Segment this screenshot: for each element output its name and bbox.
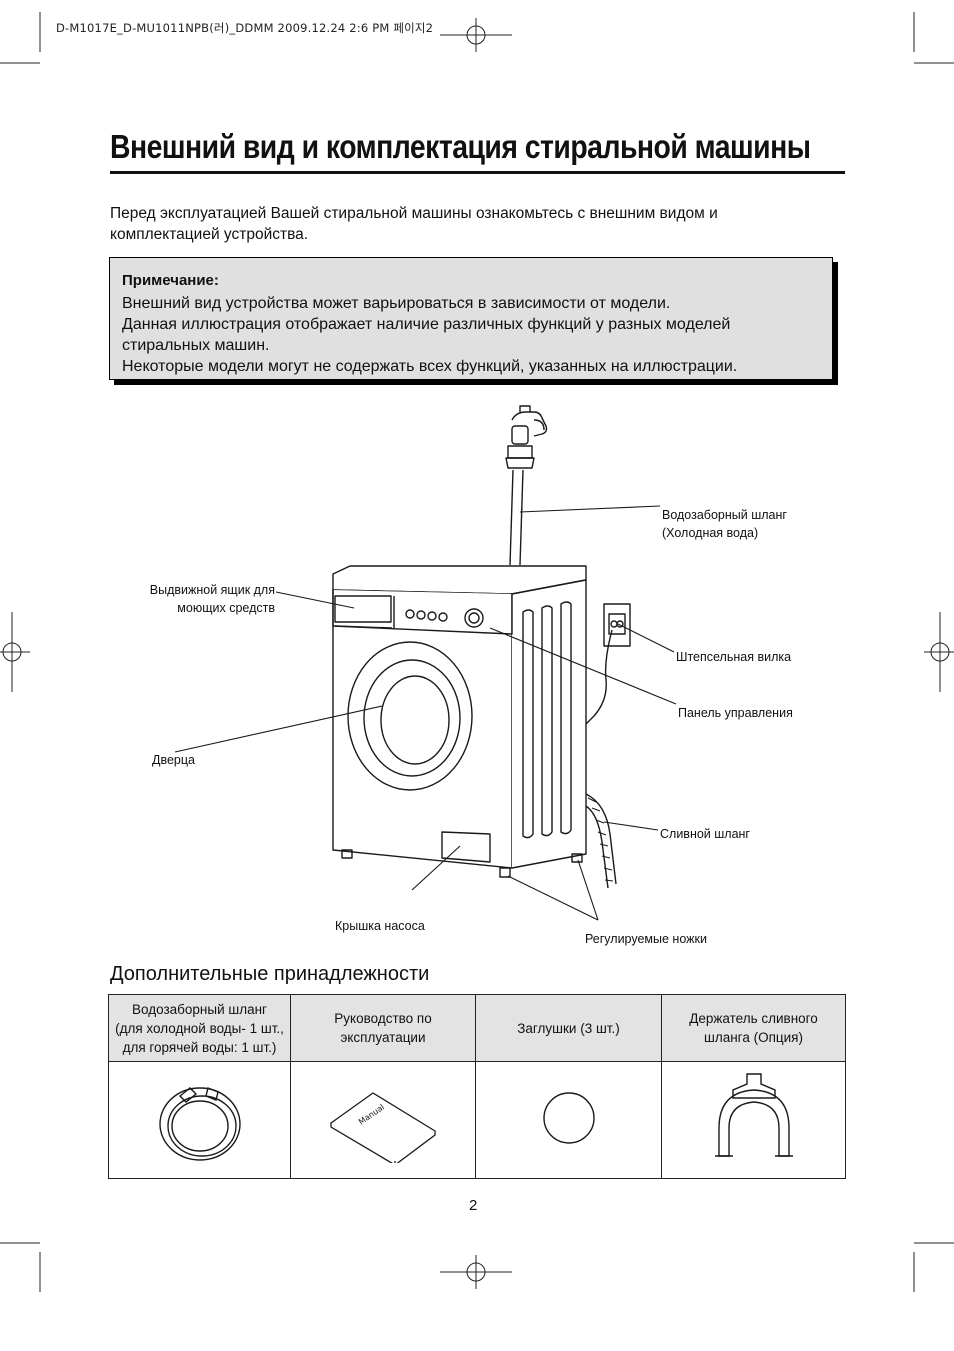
note-line: Внешний вид устройства может варьировать…	[122, 295, 671, 312]
label-pump-cover: Крышка насоса	[335, 919, 425, 933]
faucet-icon	[505, 405, 548, 469]
header-line: Заглушки (3 шт.)	[517, 1020, 620, 1036]
header-line: Руководство по	[334, 1011, 432, 1026]
column-header-manual: Руководство по эксплуатации	[290, 994, 476, 1062]
note-body: Внешний вид устройства может варьировать…	[122, 293, 822, 377]
power-plug-icon	[585, 603, 631, 725]
header-line: для горячей воды: 1 шт.)	[122, 1039, 277, 1055]
cell-manual: Manual	[290, 1061, 476, 1179]
header-line: эксплуатации	[340, 1030, 426, 1045]
column-header-hose-holder: Держатель сливного шланга (Опция)	[661, 994, 846, 1062]
label-drain-hose: Сливной шланг	[660, 827, 750, 841]
cap-icon	[542, 1091, 595, 1144]
cell-caps	[475, 1061, 662, 1179]
label-control-panel: Панель управления	[678, 706, 793, 720]
label-text: (Холодная вода)	[662, 526, 759, 540]
print-header: D-M1017E_D-MU1011NPB(러)_DDMM 2009.12.24 …	[56, 21, 434, 35]
note-line: Некоторые модели могут не содержать всех…	[122, 358, 738, 375]
hose-holder-icon	[714, 1072, 793, 1157]
label-detergent-drawer: Выдвижной ящик для моющих средств	[120, 581, 275, 617]
cell-inlet-hose	[108, 1061, 291, 1179]
note-line: Данная иллюстрация отображает наличие ра…	[122, 316, 731, 333]
washing-machine-body	[332, 565, 587, 878]
label-text: Выдвижной ящик для	[149, 583, 275, 597]
header-line: Держатель сливного	[689, 1011, 818, 1026]
accessories-heading: Дополнительные принадлежности	[110, 963, 430, 985]
column-header-caps: Заглушки (3 шт.)	[475, 994, 662, 1062]
page-number: 2	[469, 1197, 478, 1214]
label-door: Дверца	[152, 753, 195, 767]
drain-hose	[585, 793, 617, 889]
label-power-plug: Штепсельная вилка	[676, 650, 792, 664]
column-header-inlet-hose: Водозаборный шланг (для холодной воды- 1…	[108, 994, 291, 1062]
intro-paragraph: Перед эксплуатацией Вашей стиральной маш…	[110, 205, 718, 243]
header-line: Водозаборный шланг	[132, 1001, 267, 1017]
manual-booklet-icon: Manual	[329, 1091, 437, 1166]
page-title: Внешний вид и комплектация стиральной ма…	[110, 128, 811, 165]
cell-hose-holder	[661, 1061, 846, 1179]
label-text: моющих средств	[177, 601, 275, 615]
note-line: стиральных машин.	[122, 337, 270, 354]
label-inlet-hose: Водозаборный шланг (Холодная вода)	[662, 506, 787, 542]
table-row: Manual	[108, 1061, 846, 1179]
header-line: шланга (Опция)	[704, 1030, 803, 1045]
label-adjustable-feet: Регулируемые ножки	[585, 932, 707, 946]
hose-coil-icon	[158, 1086, 241, 1161]
accessories-table: Водозаборный шланг (для холодной воды- 1…	[108, 994, 846, 1179]
header-line: (для холодной воды- 1 шт.,	[115, 1020, 284, 1036]
note-box: Примечание: Внешний вид устройства может…	[109, 257, 833, 380]
title-underline	[110, 171, 845, 174]
table-header-row: Водозаборный шланг (для холодной воды- 1…	[108, 994, 846, 1062]
note-heading: Примечание:	[122, 272, 219, 289]
inlet-hose	[509, 469, 524, 566]
label-text: Водозаборный шланг	[662, 508, 787, 522]
